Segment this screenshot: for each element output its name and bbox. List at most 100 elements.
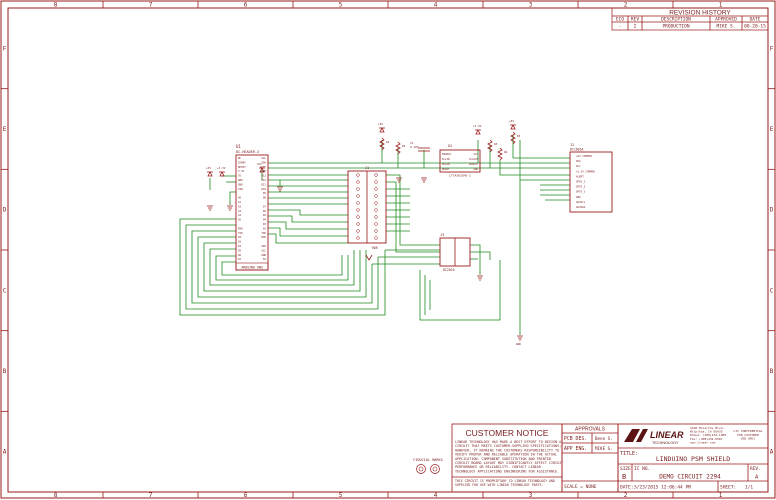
row-label-left: A: [3, 449, 7, 456]
rev-value: A: [755, 475, 759, 481]
j1-pin: [374, 208, 378, 212]
column-label-top: 5: [339, 2, 343, 9]
u1-ref: U1: [236, 144, 241, 149]
column-label-bottom: 3: [529, 492, 533, 499]
column-label-bottom: 2: [624, 492, 628, 499]
u1-left-pin: IOREF: [238, 160, 246, 164]
j1-ref: J1: [365, 166, 369, 170]
u1-left-pin: VIN: [238, 187, 243, 191]
notice-line: PERFORMANCE OR RELIABILITY. CONTACT LINE…: [455, 465, 542, 469]
u2-left-pin: ENABLE: [442, 152, 452, 156]
u1-right-pin: SCL: [261, 248, 266, 252]
r1-label: R1: [386, 140, 390, 144]
sheet-value: 1/1: [745, 485, 753, 491]
u1-left-pin: NC: [238, 156, 242, 160]
u1-right-pin: SCL: [261, 156, 266, 160]
pcb-des-label: PCB DES.: [564, 436, 587, 442]
u2-right-pin: GND: [473, 167, 478, 171]
u2-right-pin: VCC: [473, 152, 478, 156]
notice-line: HOWEVER, IT REMAINS THE CUSTOMERS RESPON…: [455, 448, 559, 452]
j2-ref: J2: [570, 143, 574, 147]
column-label-top: 8: [54, 2, 58, 9]
u1-right-pin: GND: [261, 253, 266, 257]
rev-desc: PRODUCTION: [662, 24, 689, 30]
u2-right-pin: SDAOUT: [469, 162, 479, 166]
j1-header: J1 HDR: [347, 166, 387, 250]
notice-line: VERIFY PROPER AND RELIABLE OPERATION IN …: [455, 453, 557, 457]
j1-pin: [356, 187, 360, 191]
j1-pin: [356, 208, 360, 212]
pwr-label-2: +3.3V: [217, 166, 226, 170]
j2-pin: SCL: [576, 164, 581, 168]
confidential-line: LTC CONFIDENTIAL: [734, 429, 763, 433]
j1-pin: [356, 215, 360, 219]
j1-pin: [374, 180, 378, 184]
row-label-right: E: [770, 126, 774, 133]
u1-left-pin: A1: [238, 200, 242, 204]
u1-right-pin: SDA: [261, 160, 266, 164]
u2-left-pin: SDAIN: [442, 162, 450, 166]
j1-pin: [374, 222, 378, 226]
u1-right-pin: 5V: [263, 257, 267, 261]
linear-logo: LINEAR TECHNOLOGY: [624, 429, 684, 445]
u1-right-pin: D7: [263, 204, 267, 208]
notice-title: CUSTOMER NOTICE: [466, 428, 549, 438]
j1-pin: [356, 201, 360, 205]
pwr-label-4: +5V: [378, 122, 383, 126]
u1-right-pin: D8: [263, 196, 267, 200]
u1-left-pin: GND: [238, 178, 243, 182]
title-label: TITLE:: [620, 451, 638, 457]
scale-text: SCALE = NONE: [564, 484, 597, 490]
j1-name: HDR: [372, 246, 378, 250]
u1-left-pin: D6: [238, 253, 242, 257]
u1-left-pin: D4: [238, 244, 242, 248]
ground-symbols: [207, 177, 523, 341]
app-eng-label: APP ENG.: [564, 446, 587, 452]
fiducial-marks: FIDUCIAL MARKS: [413, 458, 443, 474]
rev-hdr-eco: ECO: [616, 17, 624, 23]
r5-label: R5: [517, 134, 521, 138]
j1-pin: [356, 180, 360, 184]
fiducial-label: FIDUCIAL MARKS: [413, 458, 443, 462]
u1-left-pin: A2: [238, 204, 242, 208]
r4-label: R4: [504, 150, 508, 154]
r3-label: R3: [494, 142, 498, 146]
rev-hdr-approved: APPROVED: [715, 17, 737, 23]
row-label-right: A: [770, 449, 774, 456]
u2-left-pin: READY: [442, 167, 450, 171]
u1-left-pin: D2: [238, 235, 242, 239]
notice-footer-line: SUPPLIED FOR USE WITH LINEAR TECHNOLOGY …: [455, 483, 543, 487]
j1-pin: [374, 236, 378, 240]
rev-approved: MIKE S.: [717, 24, 736, 30]
rev-hdr-date: DATE: [750, 17, 761, 23]
j1-pin: [356, 229, 360, 233]
u1-right-pin: D5: [263, 213, 267, 217]
row-label-right: F: [770, 45, 774, 52]
u1-right-pin: TXD: [261, 231, 266, 235]
address-line: Fax: (408)434-0507: [690, 437, 723, 441]
pcb-des-value: Bene S.: [595, 436, 613, 441]
column-label-bottom: 5: [339, 492, 343, 499]
icno-label: IC NO.: [634, 466, 650, 472]
j2-pin: +5V COMMON: [576, 154, 592, 158]
j1-pin: [374, 229, 378, 233]
u1-footer: ARDUINO UNO: [241, 266, 262, 270]
j2-pin: GPIO_2: [576, 185, 586, 189]
notice-line: LINEAR TECHNOLOGY HAS MADE A BEST EFFORT…: [455, 440, 561, 444]
rev-label: REV.: [750, 466, 761, 472]
j1-pin: [374, 201, 378, 205]
j1-pin: [356, 222, 360, 226]
gnd-label: GND: [516, 342, 521, 346]
approvals-header: APPROVALS: [575, 427, 606, 433]
u2-right-pin: SCLOUT: [469, 157, 479, 161]
u1-left-pin: TXD: [238, 231, 243, 235]
rev-eco: -: [619, 25, 622, 30]
app-eng-value: MIKE S.: [595, 446, 613, 451]
size-value: B: [622, 473, 626, 481]
u1-left-pin: 5V: [238, 174, 242, 178]
u1-right-pin: D9: [263, 191, 267, 195]
u1-left-pin: A3: [238, 209, 242, 213]
notice-line: APPLICATION. COMPONENT SUBSTITUTION AND …: [455, 457, 551, 461]
u1-right-pin: AREF: [260, 165, 267, 169]
